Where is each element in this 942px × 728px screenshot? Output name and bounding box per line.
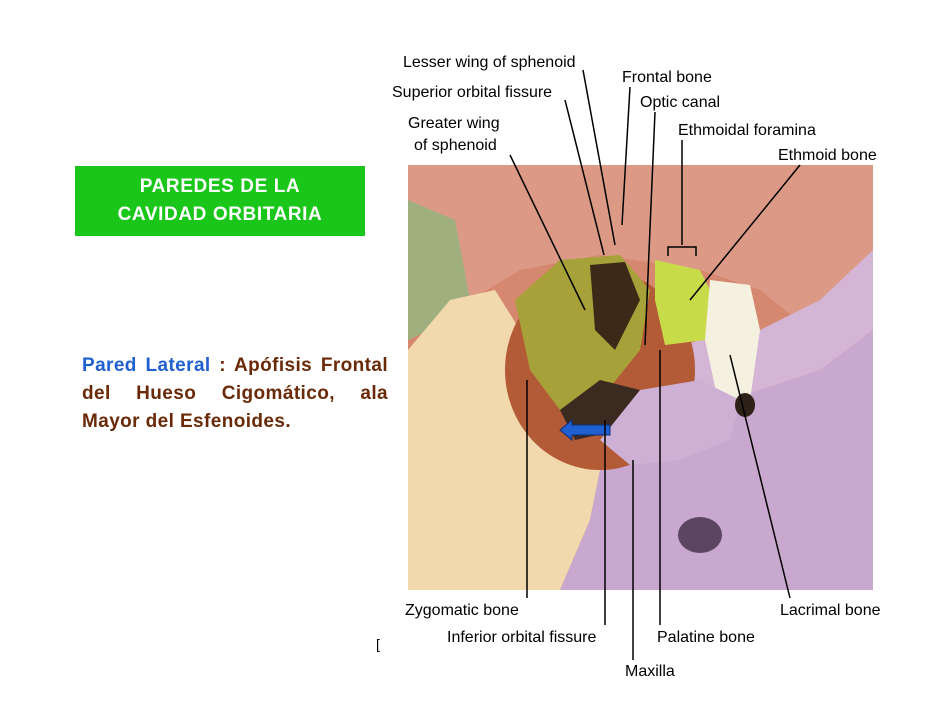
superior-orbital-fissure [590, 262, 640, 350]
label-lacrimal-bone: Lacrimal bone [780, 602, 881, 619]
title-line-2: CAVIDAD ORBITARIA [117, 204, 323, 225]
lateral-wall-heading: Pared Lateral [82, 355, 211, 376]
leader-lines [509, 69, 801, 660]
desc-colon: : [210, 355, 234, 376]
lateral-wall-description: Pared Lateral : Apófisis Frontal del Hue… [82, 352, 388, 436]
ethmoid-region [655, 260, 715, 345]
label-zygomatic-bone: Zygomatic bone [405, 602, 519, 619]
label-inferior-orbital-fissure: Inferior orbital fissure [447, 629, 596, 646]
corner-mark: [ [376, 636, 380, 652]
label-palatine-bone: Palatine bone [657, 629, 755, 646]
label-superior-orbital-fissure: Superior orbital fissure [392, 84, 552, 101]
label-frontal-bone: Frontal bone [622, 69, 712, 86]
maxilla-region [560, 330, 873, 590]
label-optic-canal: Optic canal [640, 94, 720, 111]
lacrimal-region [705, 280, 760, 410]
lateral-wall-arrow [559, 418, 611, 442]
label-lesser-wing: Lesser wing of sphenoid [403, 54, 576, 71]
title-line-1: PAREDES DE LA [139, 176, 301, 197]
figure-labels: Lesser wing of sphenoid Superior orbital… [392, 54, 881, 680]
frontal-bone-region [408, 165, 873, 330]
label-ethmoidal-foramina: Ethmoidal foramina [678, 122, 816, 139]
label-greater-wing-1: Greater wing [408, 115, 500, 132]
label-greater-wing-2: of sphenoid [414, 137, 497, 154]
label-maxilla: Maxilla [625, 663, 675, 680]
orbit-illustration [408, 165, 873, 590]
zygomatic-bone-region [408, 290, 600, 590]
desc-text: Apófisis Frontal del Hueso Cigomático, a… [82, 355, 388, 432]
label-ethmoid-bone: Ethmoid bone [778, 147, 877, 164]
slide-title: PAREDES DE LA CAVIDAD ORBITARIA [75, 166, 365, 236]
